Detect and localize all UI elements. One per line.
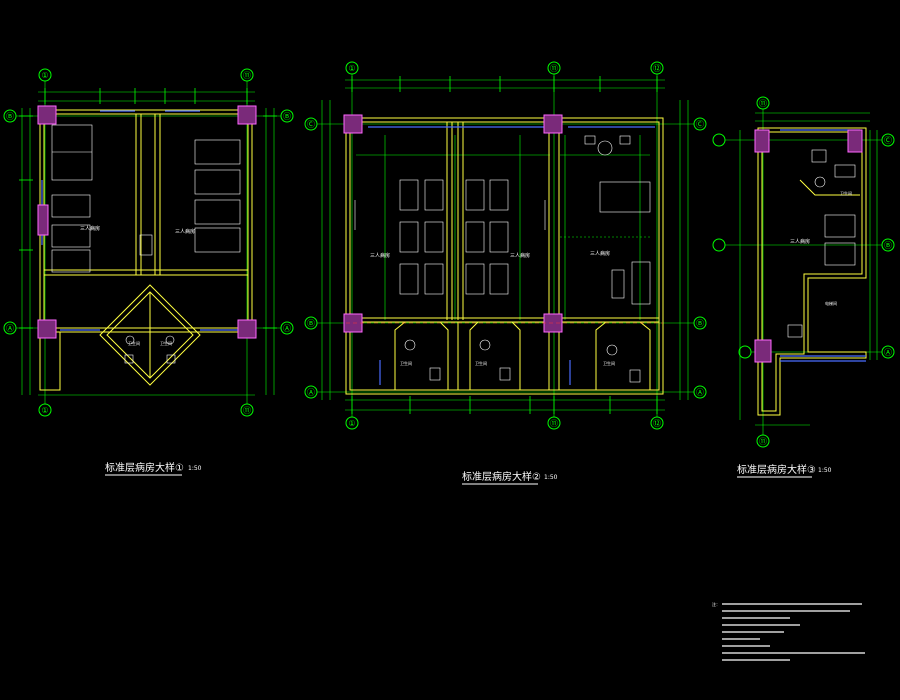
drawing-3: ⑪ ⑪ Ⓒ Ⓑ Ⓐ <box>712 96 895 478</box>
svg-text:①: ① <box>348 419 355 428</box>
furniture <box>787 149 856 338</box>
svg-text:Ⓒ: Ⓒ <box>307 120 315 129</box>
svg-text:①: ① <box>348 64 355 73</box>
room-label: 卫生间 <box>160 340 172 346</box>
room-label: 卫生间 <box>128 340 140 346</box>
room-label: 三人病房 <box>80 225 100 232</box>
svg-text:Ⓐ: Ⓐ <box>696 388 704 397</box>
svg-text:Ⓐ: Ⓐ <box>283 324 291 333</box>
scale-label: 1:50 <box>188 465 202 472</box>
svg-text:Ⓑ: Ⓑ <box>307 319 315 328</box>
room-label: 三人病房 <box>370 252 390 259</box>
room-label: 卫生间 <box>400 360 412 366</box>
axis-lines <box>725 109 882 435</box>
drawing-1: ① ⑪ ① ⑪ Ⓑ Ⓐ Ⓑ Ⓐ <box>3 68 294 476</box>
walls <box>757 127 867 416</box>
drawing-title-2: 标准层病房大样② 1:50 <box>462 470 558 485</box>
scale-label: 1:50 <box>818 467 832 474</box>
dimension-ticks <box>351 76 658 414</box>
notes-label: 注： <box>712 601 720 607</box>
svg-text:Ⓒ: Ⓒ <box>884 136 892 145</box>
bathroom-fixtures <box>404 339 641 383</box>
scale-label: 1:50 <box>544 474 558 481</box>
room-label: 三人病房 <box>175 228 195 235</box>
svg-text:⑪: ⑪ <box>243 406 251 415</box>
svg-text:⑫: ⑫ <box>653 419 661 428</box>
room-label: 卫生间 <box>840 190 852 196</box>
general-notes: 注： <box>712 601 865 661</box>
svg-text:标准层病房大样③: 标准层病房大样③ <box>737 463 816 476</box>
svg-text:Ⓒ: Ⓒ <box>696 120 704 129</box>
svg-text:⑪: ⑪ <box>550 419 558 428</box>
windows <box>368 126 655 385</box>
svg-text:⑪: ⑪ <box>759 99 767 108</box>
walls <box>345 117 664 395</box>
axis-lines <box>317 74 694 417</box>
svg-text:⑪: ⑪ <box>243 71 251 80</box>
svg-text:Ⓑ: Ⓑ <box>696 319 704 328</box>
bathroom-fixtures <box>124 234 176 364</box>
svg-text:标准层病房大样①: 标准层病房大样① <box>105 461 184 474</box>
svg-text:Ⓑ: Ⓑ <box>6 112 14 121</box>
svg-text:⑪: ⑪ <box>759 437 767 446</box>
room-label: 三人病房 <box>510 252 530 259</box>
svg-text:Ⓐ: Ⓐ <box>884 348 892 357</box>
windows <box>780 129 866 362</box>
drawing-title-1: 标准层病房大样① 1:50 <box>105 461 202 476</box>
room-label: 卫生间 <box>603 360 615 366</box>
svg-text:①: ① <box>41 406 48 415</box>
notes-lines <box>722 603 865 661</box>
room-label: 三人病房 <box>790 238 810 245</box>
columns <box>37 105 257 339</box>
bathroom-core <box>99 284 201 386</box>
drawing-2: ① ⑪ ⑫ ① ⑪ ⑫ Ⓒ Ⓑ <box>304 61 707 485</box>
svg-text:Ⓑ: Ⓑ <box>884 241 892 250</box>
columns <box>754 129 863 363</box>
room-label: 三人病房 <box>590 250 610 257</box>
svg-text:①: ① <box>41 71 48 80</box>
svg-text:Ⓑ: Ⓑ <box>283 112 291 121</box>
drawing-title-3: 标准层病房大样③ 1:50 <box>737 463 832 478</box>
svg-text:Ⓐ: Ⓐ <box>6 324 14 333</box>
dimension-ticks <box>19 88 277 329</box>
room-label: 卫生间 <box>475 360 487 366</box>
svg-text:⑪: ⑪ <box>550 64 558 73</box>
beds <box>354 135 651 305</box>
room-label: 电梯间 <box>825 300 837 306</box>
svg-text:Ⓐ: Ⓐ <box>307 388 315 397</box>
svg-text:标准层病房大样②: 标准层病房大样② <box>462 470 541 483</box>
beds <box>51 124 241 273</box>
svg-text:⑫: ⑫ <box>653 64 661 73</box>
